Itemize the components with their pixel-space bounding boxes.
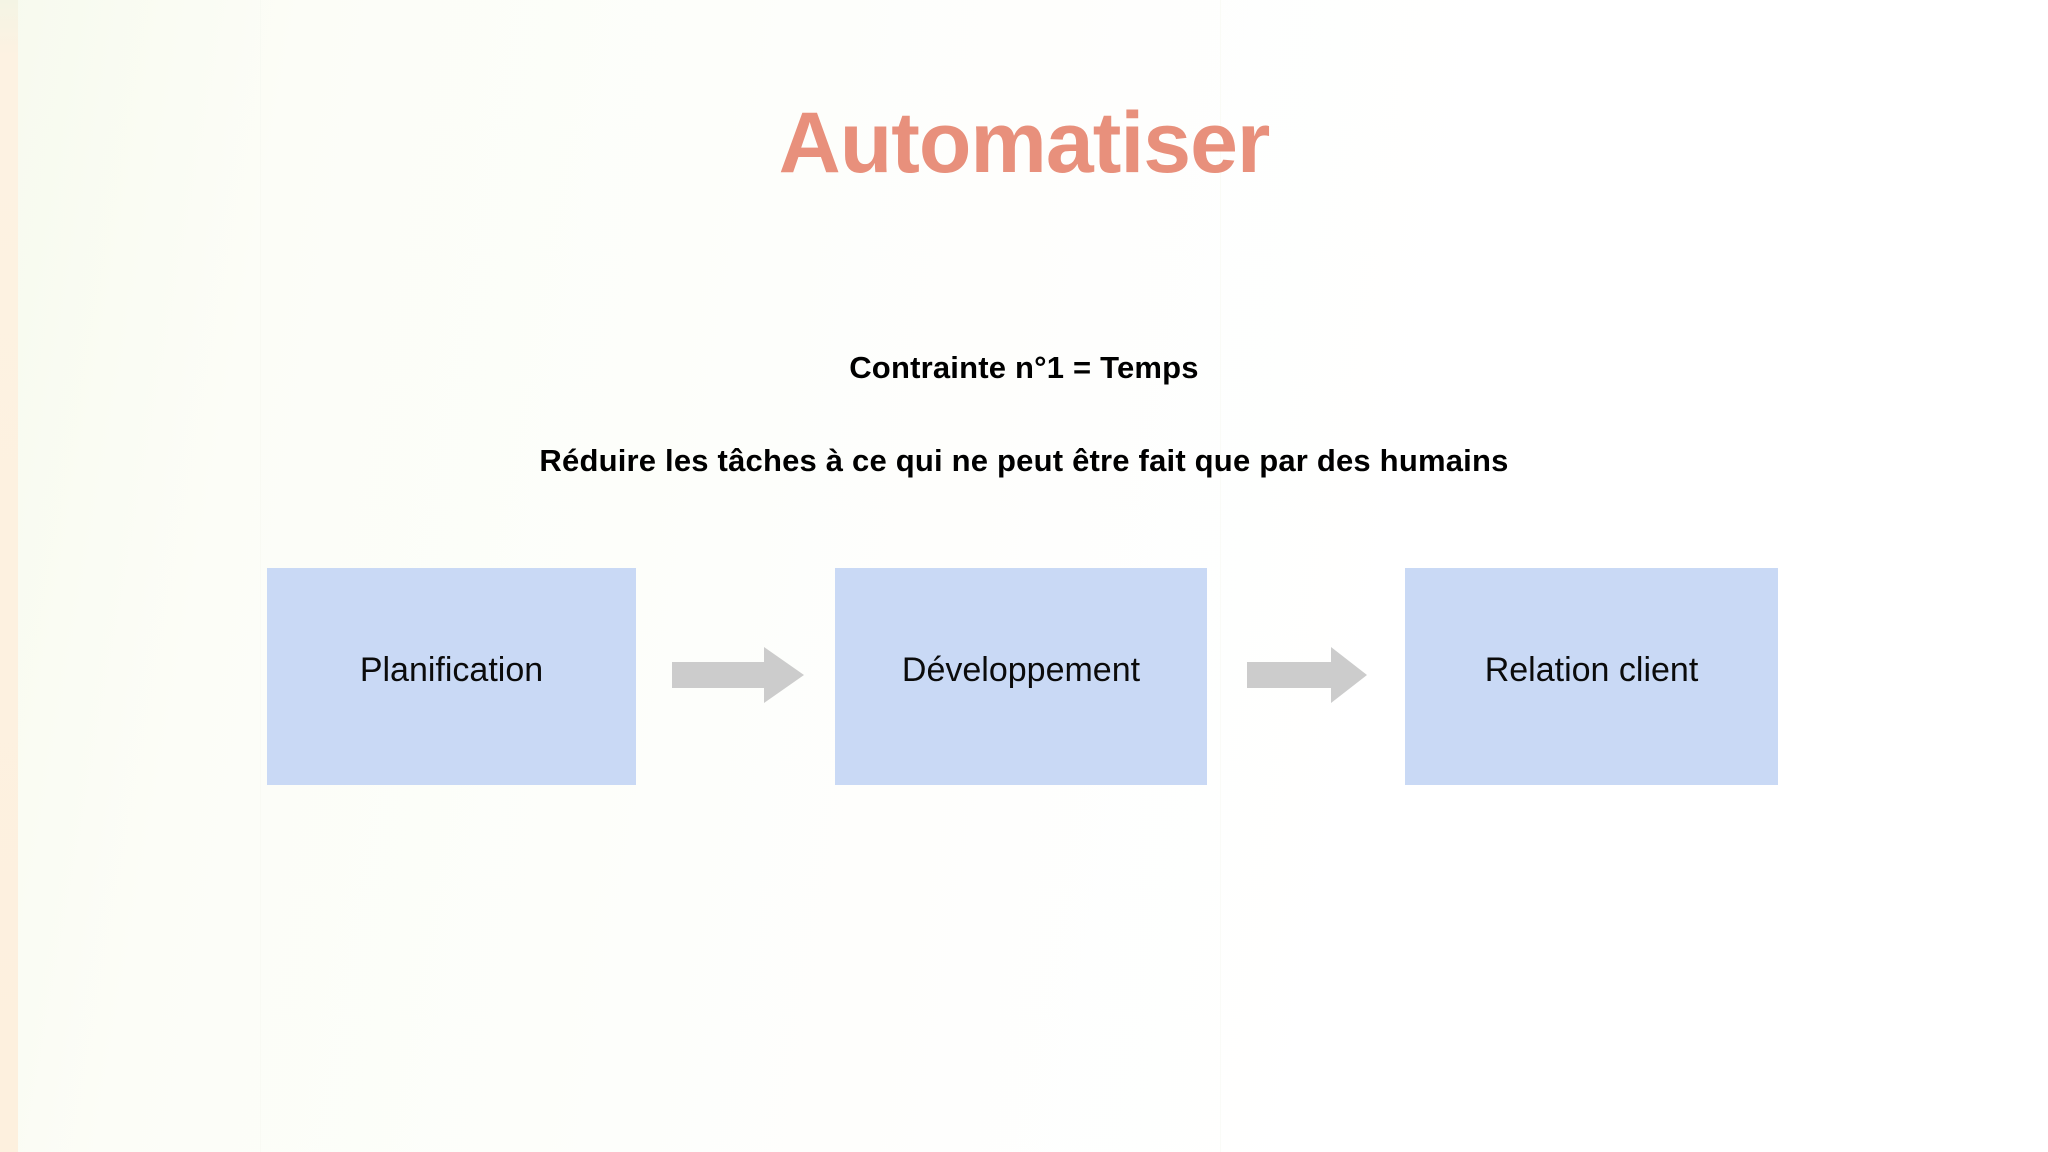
flow-arrow-developpement-to-relation-client (1247, 645, 1367, 705)
flow-node-label: Relation client (1484, 650, 1699, 689)
flow-node-label: Développement (901, 650, 1141, 689)
background-band-seam (260, 0, 261, 1152)
lead-line-reduce-tasks: Réduire les tâches à ce qui ne peut être… (539, 443, 1509, 478)
left-edge-stripe (0, 0, 18, 1152)
flow-arrow-planification-to-developpement (672, 645, 804, 705)
lead-line-constraint: Contrainte n°1 = Temps (849, 350, 1199, 385)
flow-node-planification[interactable]: Planification (267, 568, 636, 785)
flow-node-relation-client[interactable]: Relation client (1405, 568, 1778, 785)
flow-node-label: Planification (359, 650, 544, 689)
background-band-seam (1220, 0, 1221, 1152)
slide-title: Automatiser (778, 95, 1271, 191)
flow-node-developpement[interactable]: Développement (835, 568, 1207, 785)
